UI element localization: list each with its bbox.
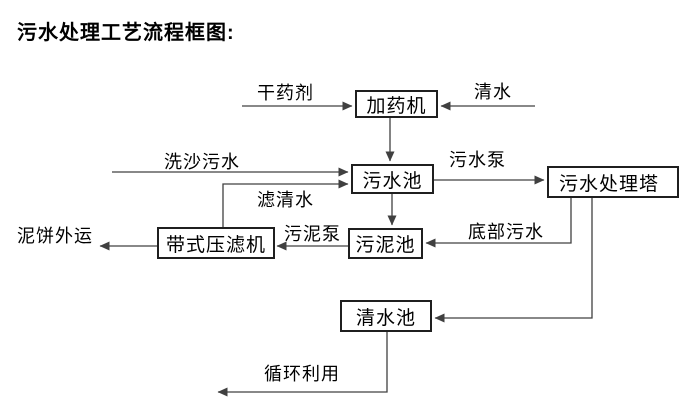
node-treatment-tower: 污水处理塔 <box>547 166 679 198</box>
label-recycle-use: 循环利用 <box>264 364 340 384</box>
filtered-water-arrow <box>222 179 349 227</box>
label-sand-washing-sewage: 洗沙污水 <box>164 152 240 172</box>
label-dry-chemical: 干药剂 <box>257 83 314 103</box>
node-clean-water-pool: 清水池 <box>340 300 432 332</box>
label-sludge-pump: 污泥泵 <box>284 224 341 244</box>
label-mud-cake-transport: 泥饼外运 <box>17 226 93 246</box>
label-filtered-clean-water: 滤清水 <box>257 190 314 210</box>
node-sewage-pool: 污水池 <box>351 164 434 194</box>
label-bottom-sewage: 底部污水 <box>468 222 544 242</box>
bottom-sewage-arrow <box>425 198 572 248</box>
label-clean-water: 清水 <box>474 82 512 102</box>
node-sludge-pool: 污泥池 <box>348 228 423 259</box>
tower-to-clean-pool-arrow <box>434 198 593 323</box>
node-dosing-machine: 加药机 <box>355 90 438 118</box>
recycle-arrow <box>217 332 388 397</box>
node-belt-filter-press: 带式压滤机 <box>157 227 275 259</box>
diagram-title: 污水处理工艺流程框图: <box>17 22 235 44</box>
label-sewage-pump: 污水泵 <box>449 150 506 170</box>
